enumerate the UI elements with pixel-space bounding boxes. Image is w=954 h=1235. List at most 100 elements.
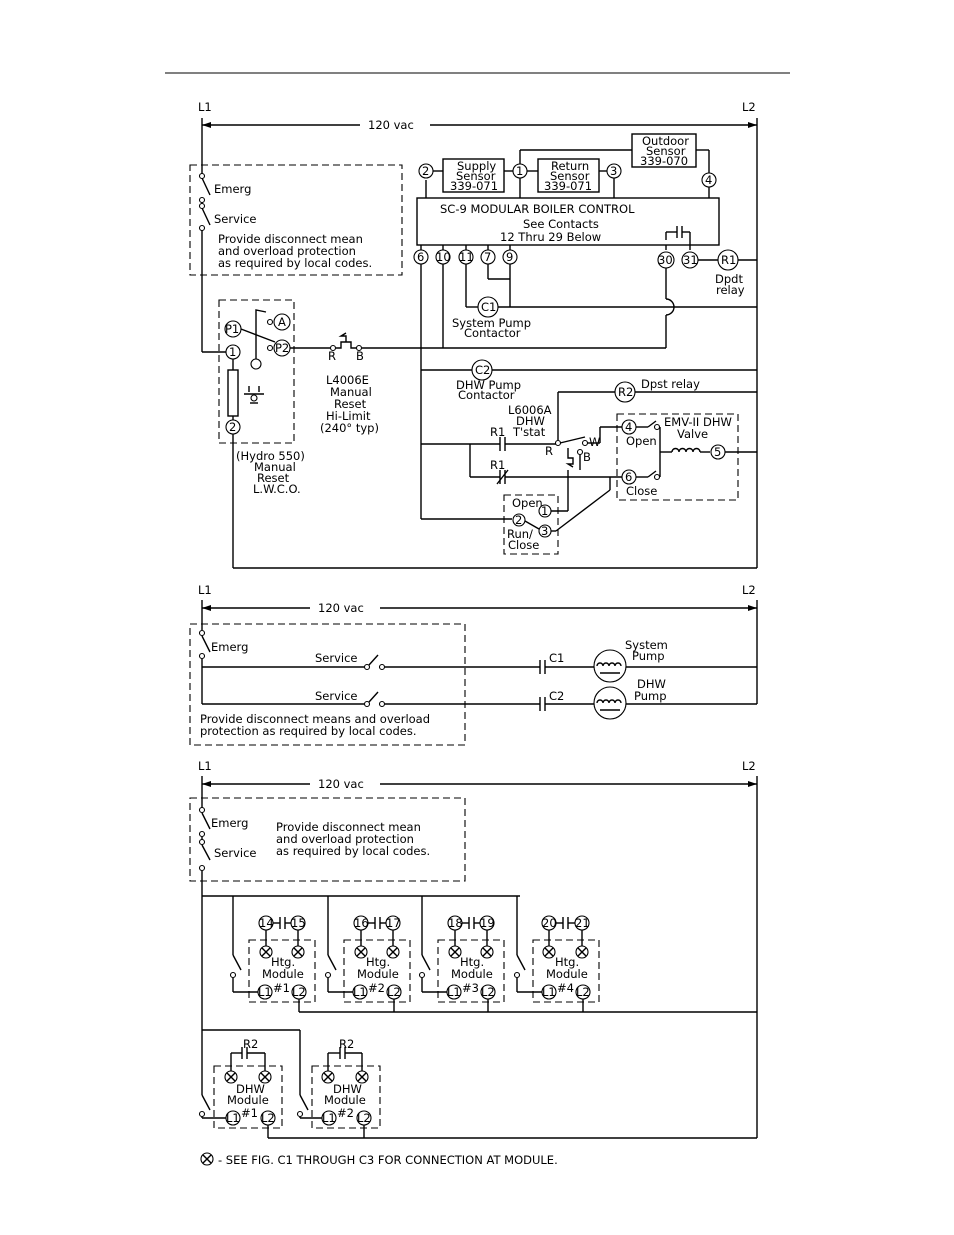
tstat-terminal-b: B: [583, 450, 591, 464]
svg-text:DHW: DHW: [236, 1082, 265, 1096]
service-switch-1-label: Service: [315, 651, 358, 665]
lwco-terminal-a: A: [273, 313, 291, 331]
dpdt-relay-label: relay: [716, 283, 745, 297]
disconnect-note-3: as required by local codes.: [218, 256, 372, 270]
svg-text:9: 9: [506, 250, 513, 264]
switch-terminal-2: 2: [512, 513, 526, 527]
l2-label: L2: [742, 583, 756, 597]
outdoor-sensor-part: 339-070: [640, 154, 688, 168]
svg-text:#1: #1: [273, 981, 290, 995]
module-wiring-diagram: L1 L2 120 vac Emerg Service Provide disc…: [189, 759, 758, 1139]
svg-text:P1: P1: [225, 322, 239, 336]
svg-text:L1: L1: [447, 985, 461, 999]
svg-text:18: 18: [448, 916, 463, 930]
terminal-11: 11: [458, 249, 474, 265]
tstat-terminal-w: W: [589, 435, 600, 449]
relay-r2-coil: R2: [614, 381, 636, 403]
terminal-7: 7: [480, 249, 496, 265]
disconnect-note-3: as required by local codes.: [276, 844, 430, 858]
svg-text:#3: #3: [462, 981, 479, 995]
svg-text:L2: L2: [292, 985, 306, 999]
heating-module-3: 18 19 Htg.Module L1 L2 #3: [418, 896, 505, 1012]
heating-module-1: 14 15 Htg.Module L1 L2 #1: [229, 896, 316, 1012]
svg-text:L1: L1: [542, 985, 556, 999]
svg-text:Module: Module: [451, 967, 493, 981]
valve-open-label: Open: [626, 434, 657, 448]
svg-text:Htg.: Htg.: [555, 955, 579, 969]
svg-text:Htg.: Htg.: [271, 955, 295, 969]
svg-text:7: 7: [484, 250, 491, 264]
heating-module-2: 16 17 Htg.Module L1 L2 #2: [324, 896, 411, 1012]
voltage-label: 120 vac: [318, 777, 364, 791]
terminal-10: 10: [435, 249, 451, 265]
svg-text:#2: #2: [368, 981, 385, 995]
terminal-4: 4: [701, 172, 717, 188]
hilimit-label-reset: Reset: [334, 397, 367, 411]
system-pump-label-2: Pump: [632, 649, 665, 663]
footnote: - SEE FIG. C1 THROUGH C3 FOR CONNECTION …: [200, 1152, 558, 1167]
contact-c2-label: C2: [549, 689, 564, 703]
dhw-pump-contactor-c2: C2: [471, 359, 493, 381]
pump-power-diagram: L1 L2 120 vac Emerg Service Service Prov…: [189, 583, 758, 746]
disconnect-box: [189, 164, 403, 276]
terminal-30: 30: [657, 251, 675, 269]
svg-text:#4: #4: [557, 981, 574, 995]
hilimit-label: Hi-Limit: [326, 409, 371, 423]
dhw-module-2-r2-label: R2: [339, 1037, 354, 1051]
tstat-label: T'stat: [512, 425, 546, 439]
svg-text:16: 16: [354, 916, 369, 930]
contact-r1-nc: R1: [490, 458, 505, 472]
svg-text:R2: R2: [618, 385, 633, 399]
svg-text:Module: Module: [546, 967, 588, 981]
valve-terminal-4: 4: [621, 419, 637, 435]
service-switch-2-label: Service: [315, 689, 358, 703]
svg-text:#1: #1: [241, 1106, 258, 1120]
lwco-probe: [227, 369, 239, 417]
svg-text:30: 30: [658, 253, 673, 267]
svg-text:11: 11: [459, 250, 474, 264]
svg-text:2: 2: [515, 513, 522, 527]
disconnect-note-1: Provide disconnect mean: [276, 820, 421, 834]
dhw-pump-label: DHW: [637, 677, 666, 691]
svg-text:L2: L2: [576, 985, 590, 999]
svg-text:DHW: DHW: [333, 1082, 362, 1096]
boiler-control-diagram: L1 L2 120 vac Emerg Service Provide disc…: [189, 100, 758, 569]
hilimit-terminal-b: B: [356, 349, 364, 363]
svg-text:C2: C2: [475, 363, 490, 377]
svg-text:L1: L1: [258, 985, 272, 999]
disconnect-note-1: Provide disconnect means and overload: [200, 712, 430, 726]
svg-text:2: 2: [422, 164, 429, 178]
hilimit-model: L4006E: [326, 373, 369, 387]
svg-text:Htg.: Htg.: [460, 955, 484, 969]
lwco-label-manual: Manual: [254, 460, 296, 474]
return-sensor: [537, 158, 600, 193]
valve-switch-box: [503, 494, 559, 555]
svg-text:L2: L2: [261, 1111, 275, 1125]
svg-text:5: 5: [714, 445, 721, 459]
svg-text:21: 21: [575, 916, 590, 930]
svg-text:31: 31: [683, 253, 698, 267]
emv-valve-box: [616, 413, 739, 501]
svg-text:A: A: [278, 315, 286, 329]
svg-text:Module: Module: [262, 967, 304, 981]
relay-r1-coil: R1: [717, 249, 739, 271]
system-pump-contactor-label: System Pump: [452, 316, 531, 330]
svg-text:20: 20: [542, 916, 557, 930]
disconnect-note-2: protection as required by local codes.: [200, 724, 417, 738]
dhw-pump-contactor-label-2: Contactor: [458, 388, 515, 402]
l1-label: L1: [198, 759, 212, 773]
disconnect-box: [189, 623, 466, 746]
sc9-control-box: [416, 197, 720, 246]
lwco-model: (Hydro 550): [236, 449, 305, 463]
terminal-6: 6: [413, 249, 429, 265]
valve-model: EMV-II DHW: [664, 415, 732, 429]
voltage-label: 120 vac: [318, 601, 364, 615]
lwco-terminal-p2: P2: [273, 339, 291, 357]
svg-text:L1: L1: [353, 985, 367, 999]
l2-label: L2: [742, 100, 756, 114]
hilimit-label-manual: Manual: [330, 385, 372, 399]
lwco-label: L.W.C.O.: [253, 482, 301, 496]
svg-text:1: 1: [541, 504, 548, 518]
svg-text:4: 4: [625, 420, 632, 434]
